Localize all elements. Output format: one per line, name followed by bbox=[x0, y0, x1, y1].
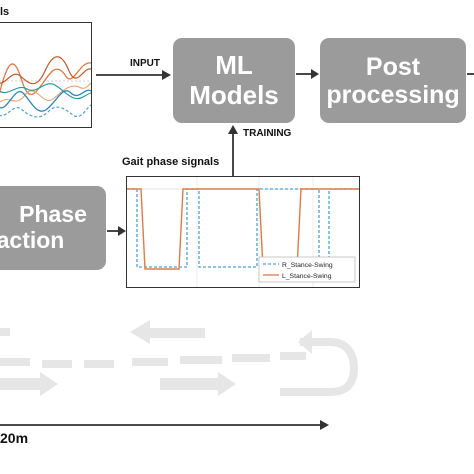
signal-line-orange-2 bbox=[0, 56, 91, 85]
ml-to-post-arrow bbox=[296, 69, 319, 79]
walkway-dash-7 bbox=[280, 352, 306, 360]
walkway-dash-3 bbox=[84, 360, 114, 368]
walkway-dash-6 bbox=[232, 354, 270, 362]
walkway-uturn-head bbox=[298, 330, 312, 354]
walkway-dash-8 bbox=[0, 328, 10, 336]
signal-line-blue-2 bbox=[0, 104, 91, 118]
phase-to-gait-arrow bbox=[107, 226, 126, 236]
walkway-dash-2 bbox=[42, 360, 72, 368]
phase-extraction-line2: traction bbox=[0, 227, 65, 253]
phase-extraction-box: Phase traction bbox=[0, 186, 106, 270]
input-signals-svg bbox=[0, 56, 91, 118]
walkway-dash-5 bbox=[180, 356, 222, 364]
distance-label: 20m bbox=[0, 430, 29, 446]
signal-line-orange-1 bbox=[0, 62, 91, 96]
ml-models-line2: Models bbox=[189, 79, 279, 110]
ml-models-box: ML Models bbox=[173, 38, 295, 123]
walkway-arrow-left-top bbox=[130, 320, 205, 344]
signals-title-fragment: ls bbox=[0, 6, 10, 18]
distance-arrow bbox=[0, 420, 329, 430]
gait-legend: R_Stance-Swing L_Stance-Swing bbox=[258, 256, 356, 283]
legend-l-label: L_Stance-Swing bbox=[282, 273, 332, 280]
walkway-illustration bbox=[0, 320, 359, 396]
gait-phase-plot: R_Stance-Swing L_Stance-Swing bbox=[126, 176, 360, 288]
signal-line-blue-1 bbox=[0, 89, 91, 112]
legend-r-label: R_Stance-Swing bbox=[282, 262, 333, 269]
signal-line-teal bbox=[0, 83, 91, 100]
post-processing-line2: processing bbox=[326, 80, 460, 109]
walkway-arrow-right-left bbox=[0, 372, 58, 396]
gait-phase-title: Gait phase signals bbox=[122, 156, 220, 168]
post-processing-line1: Post bbox=[365, 52, 421, 81]
walkway-dash-4 bbox=[132, 358, 168, 366]
input-label: INPUT bbox=[130, 58, 160, 69]
gait-phase-svg: R_Stance-Swing L_Stance-Swing bbox=[127, 177, 359, 287]
signal-line-orange-3 bbox=[0, 82, 91, 103]
phase-extraction-line1: Phase bbox=[19, 201, 87, 228]
walkway-arrow-right-mid bbox=[160, 372, 236, 396]
walkway-uturn-arrow bbox=[280, 338, 359, 396]
l-stance-swing-line bbox=[127, 188, 359, 270]
post-out-arrow bbox=[467, 73, 474, 75]
training-arrow bbox=[228, 125, 238, 176]
r-stance-swing-line bbox=[127, 188, 359, 268]
input-arrow bbox=[96, 70, 171, 80]
training-label: TRAINING bbox=[243, 128, 292, 139]
ml-models-line1: ML bbox=[215, 50, 253, 81]
post-processing-box: Post processing bbox=[320, 38, 466, 123]
input-signals-plot bbox=[0, 22, 92, 128]
walkway-dash-1 bbox=[0, 358, 30, 366]
